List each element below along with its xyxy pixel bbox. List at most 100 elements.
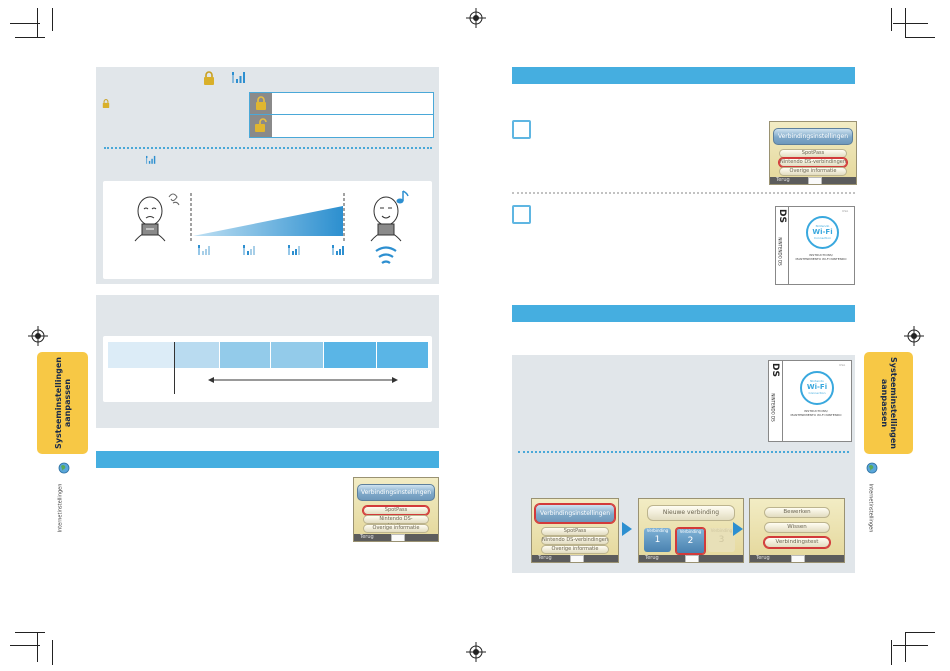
arrow-right-icon	[622, 522, 632, 536]
new-connection-button[interactable]: Nieuwe verbinding	[647, 505, 735, 521]
range-segment	[377, 342, 428, 368]
ds-footer-button[interactable]	[807, 177, 822, 184]
ds-menu-option-ds-connections[interactable]: Nintendo DS-verbindingen	[363, 515, 429, 529]
connection-slot-3[interactable]: Verbinding 3	[708, 528, 735, 552]
section-divider	[518, 451, 849, 453]
chapter-tab-left: Systeeminstellingen aanpassen	[37, 352, 88, 454]
ds-menu-option-spotpass[interactable]: SpotPass	[363, 506, 429, 515]
signal-icon	[232, 72, 245, 83]
slot-label: Verbinding	[679, 529, 702, 534]
lock-table	[249, 92, 434, 138]
ds-settings-screen: Verbindingsinstellingen SpotPass Nintend…	[769, 121, 857, 185]
range-segment	[220, 342, 270, 368]
connection-test-button[interactable]: Verbindingstest	[764, 537, 830, 548]
ds-back-label[interactable]: Terug	[756, 555, 770, 561]
box-spine: DS NINTENDO DS	[776, 207, 789, 284]
ds-screen-title[interactable]: Verbindingsinstellingen	[535, 504, 615, 523]
lock-table-row-unlocked	[250, 115, 272, 137]
ds-screen-title: Verbindingsinstellingen	[357, 484, 435, 501]
ds-footer: Terug	[770, 177, 856, 184]
crop-mark	[893, 645, 928, 646]
ds-back-label[interactable]: Terug	[776, 177, 790, 183]
badge-line-1: Nintendo	[810, 379, 824, 383]
registration-mark-icon	[28, 326, 48, 346]
ds-menu-option-ds-connections[interactable]: Nintendo DS-verbindingen	[541, 536, 609, 545]
wireless-waves-icon	[375, 246, 397, 264]
range-divider	[174, 342, 175, 394]
crop-mark	[905, 8, 906, 38]
chapter-tab-line-1: Systeeminstellingen	[53, 357, 63, 449]
ds-menu-option-ds-connections[interactable]: Nintendo DS-verbindingen	[779, 158, 847, 167]
ds-settings-screen: Verbindingsinstellingen SpotPass Nintend…	[531, 498, 619, 563]
range-segment	[175, 342, 219, 368]
ds-footer: Terug	[639, 555, 743, 562]
connection-slot-1[interactable]: Verbinding 1	[644, 528, 671, 552]
unhappy-user-figure	[134, 196, 166, 242]
ds-back-label[interactable]: Terug	[645, 555, 659, 561]
crop-mark	[37, 8, 38, 38]
signal-icon	[146, 155, 156, 164]
caption-line-1: INSTRUCTIONS/	[809, 253, 833, 257]
slot-label: Verbinding	[646, 528, 669, 533]
wifi-connection-badge: Nintendo Wi-Fi Connection	[806, 216, 839, 249]
ds-menu-option-spotpass[interactable]: SpotPass	[779, 149, 847, 158]
crop-mark	[10, 23, 40, 24]
globe-icon	[58, 462, 70, 474]
crop-mark	[52, 8, 53, 31]
badge-line-2: Wi-Fi	[806, 383, 828, 391]
edit-button[interactable]: Bewerken	[764, 507, 830, 518]
slot-number: 1	[654, 535, 661, 545]
ds-footer-button[interactable]	[791, 555, 806, 562]
crop-mark	[52, 640, 53, 665]
connection-slot-2[interactable]: Verbinding 2	[676, 528, 705, 554]
crop-mark	[891, 8, 892, 31]
ds-footer-button[interactable]	[390, 534, 405, 541]
signal-strength-wedge	[193, 206, 343, 236]
ds-connection-screen: Nieuwe verbinding Verbinding 1 Verbindin…	[638, 498, 744, 563]
ds-back-label[interactable]: Terug	[538, 555, 552, 561]
happy-user-figure	[370, 196, 402, 242]
crop-mark	[15, 632, 45, 633]
ds-menu-option-other-info[interactable]: Overige informatie	[541, 545, 609, 554]
chapter-tab-right: Systeeminstellingen aanpassen	[864, 352, 913, 454]
caption-line-2: MANTENIMIENTO WI-FI NINTENDO	[790, 413, 842, 417]
box-caption: INSTRUCTIONS/ MANTENIMIENTO WI-FI NINTEN…	[784, 409, 848, 417]
ds-footer-button[interactable]	[684, 555, 699, 562]
scribble-icon	[168, 193, 180, 206]
caption-line-1: INSTRUCTIONS/	[804, 409, 828, 413]
vertical-section-label: Internetinstellingen	[57, 483, 64, 533]
section-header-bar	[512, 67, 855, 84]
chapter-tab-line-2: aanpassen	[879, 378, 889, 428]
range-segment	[324, 342, 376, 368]
ds-back-label[interactable]: Terug	[360, 534, 374, 540]
ds-logo: DS	[770, 363, 780, 377]
crop-mark	[15, 37, 45, 38]
registration-mark-icon	[904, 326, 924, 346]
ds-menu-option-other-info[interactable]: Overige informatie	[363, 524, 429, 533]
caption-line-2: MANTENIMIENTO WI-FI NINTENDO	[795, 257, 847, 261]
section-divider	[104, 147, 432, 149]
ds-footer: Terug	[354, 534, 438, 541]
delete-button[interactable]: Wissen	[764, 522, 830, 533]
section-header-bar	[96, 451, 439, 468]
ds-footer: Terug	[532, 555, 618, 562]
range-segment	[108, 342, 174, 368]
range-panel	[96, 295, 439, 428]
spine-text: NINTENDO DS	[770, 393, 776, 422]
box-corner-text: USA	[842, 209, 849, 213]
crop-mark	[891, 640, 892, 665]
crop-mark	[905, 37, 935, 38]
ds-footer: Terug	[750, 555, 844, 562]
box-corner-text: USA	[839, 363, 846, 367]
badge-line-3: Connection	[814, 236, 831, 240]
lock-table-divider	[250, 114, 433, 115]
crop-mark	[10, 645, 40, 646]
ds-menu-option-other-info[interactable]: Overige informatie	[779, 167, 847, 176]
slot-number: 3	[718, 535, 725, 545]
ds-footer-button[interactable]	[569, 555, 584, 562]
ds-logo: DS	[777, 209, 787, 223]
crop-mark	[905, 632, 906, 662]
ds-menu-option-spotpass[interactable]: SpotPass	[541, 527, 609, 536]
signal-strength-illustration	[103, 181, 432, 279]
badge-line-2: Wi-Fi	[812, 228, 833, 236]
